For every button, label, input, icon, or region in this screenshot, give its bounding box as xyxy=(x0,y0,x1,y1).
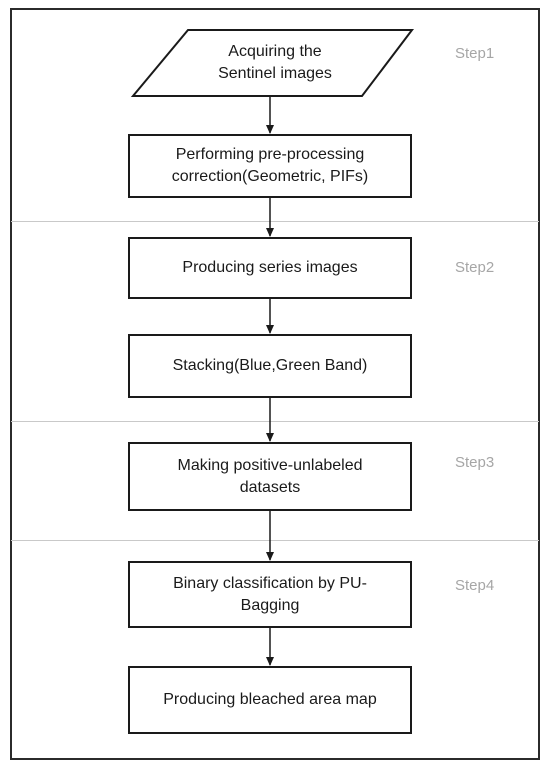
section-divider-2 xyxy=(11,421,539,422)
node-series-images: Producing series images xyxy=(128,237,412,299)
node-stacking-label: Stacking(Blue,Green Band) xyxy=(172,357,368,374)
step-label-4: Step4 xyxy=(455,577,495,594)
node-bleached-map: Producing bleached area map xyxy=(128,666,412,734)
node-pu-datasets: Making positive-unlabeled datasets xyxy=(128,442,412,511)
node-acquiring-images: Acquiring the Sentinel images xyxy=(150,30,400,96)
node-preprocessing-label: Performing pre-processing correction(Geo… xyxy=(171,146,369,185)
section-divider-3 xyxy=(11,540,539,541)
step-label-2: Step2 xyxy=(455,259,495,276)
node-binary-classification: Binary classification by PU- Bagging xyxy=(128,561,412,628)
input-parallelogram xyxy=(130,29,415,97)
section-divider-1 xyxy=(11,221,539,222)
node-pu-datasets-label: Making positive-unlabeled datasets xyxy=(177,456,363,496)
node-acquiring-images-label: Acquiring the Sentinel images xyxy=(218,43,332,82)
node-bleached-map-label: Producing bleached area map xyxy=(163,691,377,708)
node-preprocessing: Performing pre-processing correction(Geo… xyxy=(128,134,412,198)
node-series-images-label: Producing series images xyxy=(182,259,358,276)
step-label-1: Step1 xyxy=(455,45,495,62)
node-binary-classification-label: Binary classification by PU- Bagging xyxy=(173,574,367,614)
node-stacking: Stacking(Blue,Green Band) xyxy=(128,334,412,398)
step-label-3: Step3 xyxy=(455,454,495,471)
